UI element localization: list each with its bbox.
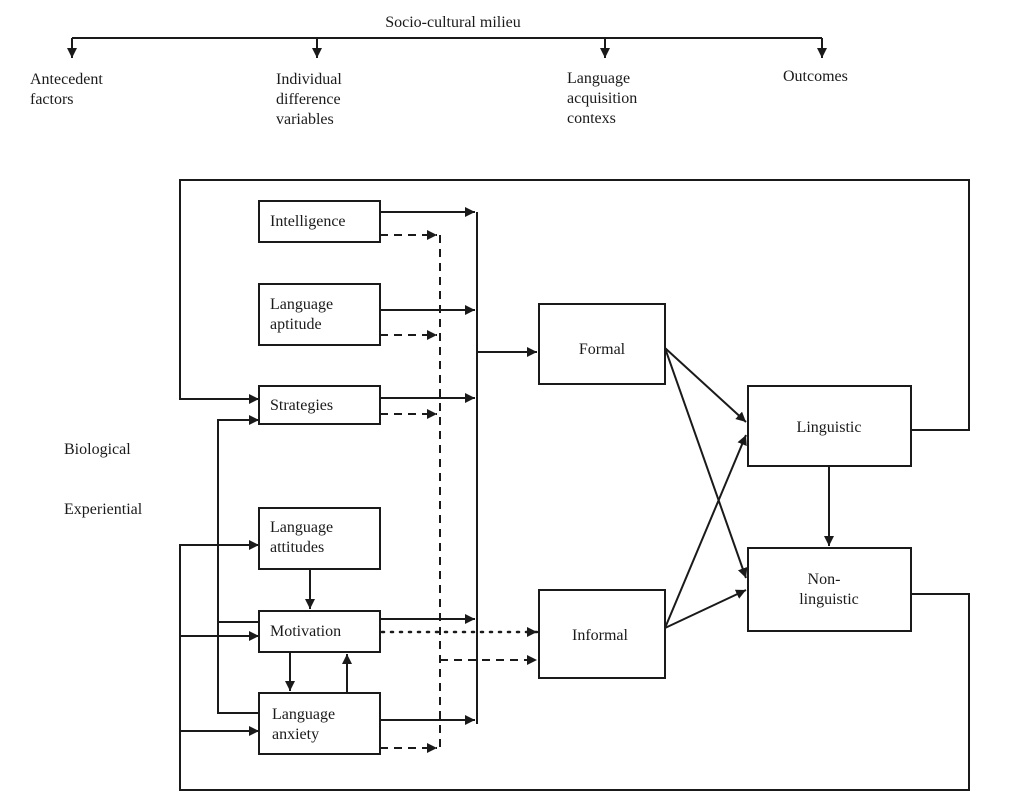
intelligence-label: Intelligence xyxy=(270,213,346,230)
arrow-formal-to-linguistic xyxy=(664,347,747,423)
formal-label: Formal xyxy=(579,341,626,358)
header-outcomes: Outcomes xyxy=(783,68,848,85)
linguistic-label: Linguistic xyxy=(797,419,862,436)
strategies-box xyxy=(258,385,381,425)
feedback-loop-nonlinguistic xyxy=(179,540,970,791)
language-attitudes-box xyxy=(258,507,381,570)
informal-box xyxy=(538,589,666,679)
label-biological: Biological xyxy=(64,441,131,458)
language-aptitude-box xyxy=(258,283,381,346)
language-aptitude-label: Language aptitude xyxy=(270,296,337,333)
formal-box xyxy=(538,303,666,385)
feedback-loop-linguistic xyxy=(179,179,970,431)
nonlinguistic-box xyxy=(747,547,912,632)
linguistic-box xyxy=(747,385,912,467)
language-anxiety-box xyxy=(258,692,381,755)
motivation-label: Motivation xyxy=(270,623,341,640)
label-experiential: Experiential xyxy=(64,501,143,518)
header-individual-difference-variables: Individual difference variables xyxy=(276,71,346,128)
header-language-acquisition-contexts: Language acquisition contexs xyxy=(567,70,641,127)
informal-label: Informal xyxy=(572,627,629,644)
language-anxiety-label: Language anxiety xyxy=(272,706,339,743)
milieu-title: Socio-cultural milieu xyxy=(385,14,521,31)
nonlinguistic-label: Non- linguistic xyxy=(799,571,859,608)
inner-loop-to-strategies xyxy=(217,415,259,714)
arrow-informal-to-nonlinguistic xyxy=(664,589,747,629)
motivation-box xyxy=(258,610,381,653)
header-antecedent-factors: Antecedent factors xyxy=(30,71,107,108)
language-attitudes-label: Language attitudes xyxy=(270,519,337,556)
arrow-informal-to-linguistic xyxy=(664,434,747,629)
intelligence-box xyxy=(258,200,381,243)
arrow-formal-to-nonlinguistic xyxy=(664,347,748,579)
strategies-label: Strategies xyxy=(270,397,333,414)
